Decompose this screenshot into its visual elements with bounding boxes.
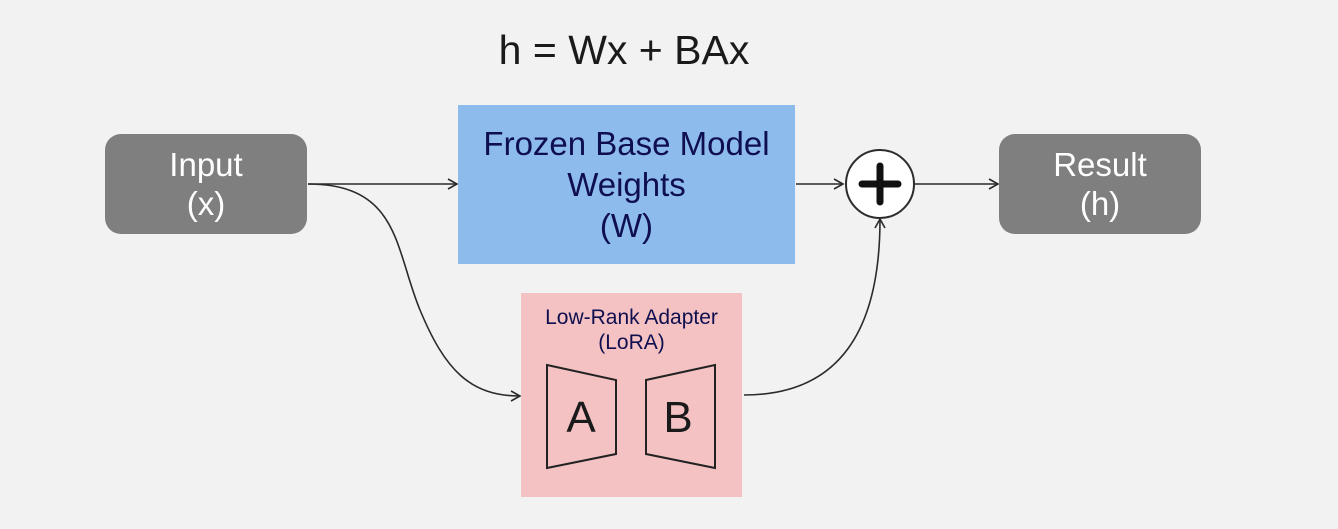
result-node: Result (h): [999, 134, 1201, 234]
matrix-b-label: B: [663, 393, 693, 442]
frozen-line-2: Weights: [567, 166, 686, 203]
input-variable: (x): [186, 185, 226, 222]
lora-title-line-1: Low-Rank Adapter: [545, 306, 718, 329]
equation-title: h = Wx + BAx: [498, 27, 750, 73]
result-label: Result: [1053, 146, 1147, 183]
input-node: Input (x): [105, 134, 307, 234]
arrow-lora-to-sum: [743, 217, 886, 396]
input-label: Input: [169, 146, 243, 183]
plus-circle-icon: [845, 149, 915, 219]
frozen-line-1: Frozen Base Model: [483, 125, 770, 162]
matrix-a-label: A: [566, 393, 596, 442]
frozen-weights-node: Frozen Base Model Weights (W): [458, 105, 795, 264]
lora-title-line-2: (LoRA): [598, 331, 665, 354]
arrow-input-to-lora: [307, 183, 522, 402]
result-variable: (h): [1079, 185, 1121, 222]
frozen-line-3: (W): [599, 207, 654, 244]
lora-title: Low-Rank Adapter (LoRA): [521, 305, 742, 355]
